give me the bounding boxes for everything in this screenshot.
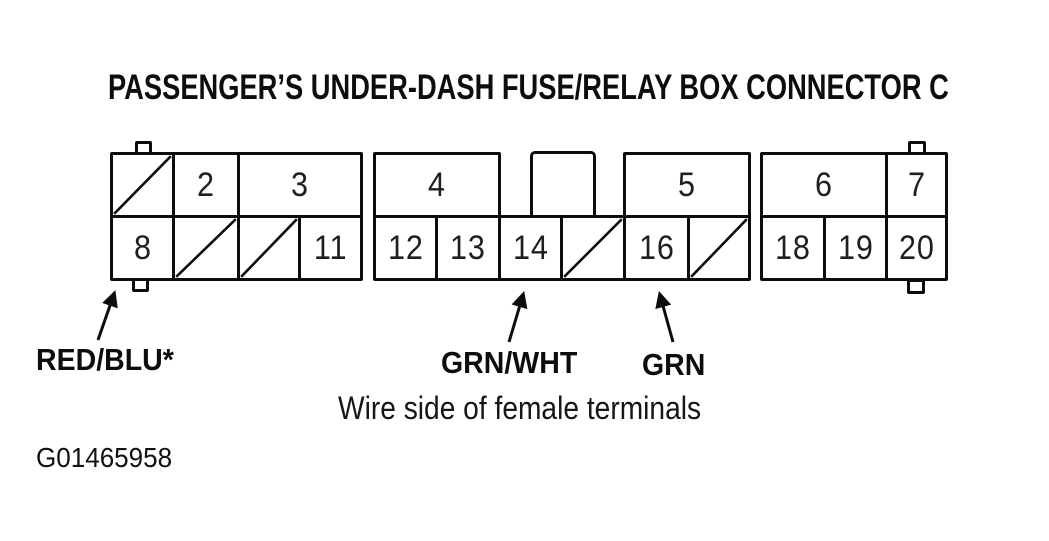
terminal-number: 20 xyxy=(898,229,935,267)
arrow-to-terminal-16 xyxy=(655,291,675,343)
terminal-cell-unused-bottom-10 xyxy=(237,215,301,281)
terminal-number: 11 xyxy=(313,229,348,267)
terminal-cell-unused-bottom-9 xyxy=(172,215,240,281)
terminal-number: 16 xyxy=(638,229,675,267)
connector-key-box xyxy=(530,151,596,218)
diagonal-slash-icon xyxy=(113,155,172,215)
diagonal-slash-icon xyxy=(175,218,237,278)
diagonal-slash-icon xyxy=(240,218,298,278)
terminal-number: 5 xyxy=(678,166,696,204)
terminal-cell-2: 2 xyxy=(172,152,240,218)
terminal-cell-6: 6 xyxy=(760,152,888,218)
wire-label-red-blu: RED/BLU* xyxy=(36,342,174,377)
terminal-number: 14 xyxy=(512,229,549,267)
terminal-cell-16: 16 xyxy=(623,215,690,281)
terminal-cell-11: 11 xyxy=(298,215,363,281)
figure-code: G01465958 xyxy=(36,442,173,473)
terminal-number: 6 xyxy=(815,166,833,204)
terminal-number: 12 xyxy=(387,229,424,267)
terminal-cell-5: 5 xyxy=(623,152,751,218)
terminal-number: 8 xyxy=(133,229,152,267)
terminal-cell-13: 13 xyxy=(435,215,501,281)
terminal-number: 7 xyxy=(907,166,926,204)
terminal-number: 3 xyxy=(291,166,309,204)
diagonal-slash-icon xyxy=(690,218,748,278)
arrow-to-terminal-14 xyxy=(507,291,528,343)
terminal-number: 4 xyxy=(428,166,446,204)
diagram-title: PASSENGER’S UNDER-DASH FUSE/RELAY BOX CO… xyxy=(108,68,949,107)
terminal-cell-18: 18 xyxy=(760,215,826,281)
terminal-number: 13 xyxy=(450,229,486,267)
diagram-caption: Wire side of female terminals xyxy=(338,390,702,426)
terminal-cell-unused-bottom-17 xyxy=(687,215,751,281)
wire-label-grn: GRN xyxy=(642,347,706,382)
terminal-cell-unused-bottom-15 xyxy=(560,215,626,281)
diagonal-slash-icon xyxy=(563,218,623,278)
terminal-cell-7: 7 xyxy=(885,152,948,218)
arrow-to-terminal-8 xyxy=(96,290,118,341)
terminal-cell-3: 3 xyxy=(237,152,363,218)
terminal-cell-19: 19 xyxy=(823,215,888,281)
terminal-cell-20: 20 xyxy=(885,215,948,281)
terminal-cell-4: 4 xyxy=(373,152,501,218)
wire-label-grn-wht: GRN/WHT xyxy=(441,345,578,380)
terminal-number: 19 xyxy=(837,229,874,267)
terminal-number: 2 xyxy=(197,166,215,204)
terminal-number: 18 xyxy=(775,229,811,267)
terminal-cell-12: 12 xyxy=(373,215,438,281)
terminal-cell-14: 14 xyxy=(498,215,563,281)
mounting-tab-bottom-right xyxy=(907,279,925,294)
terminal-cell-unused-top-1 xyxy=(110,152,175,218)
terminal-cell-8: 8 xyxy=(110,215,175,281)
